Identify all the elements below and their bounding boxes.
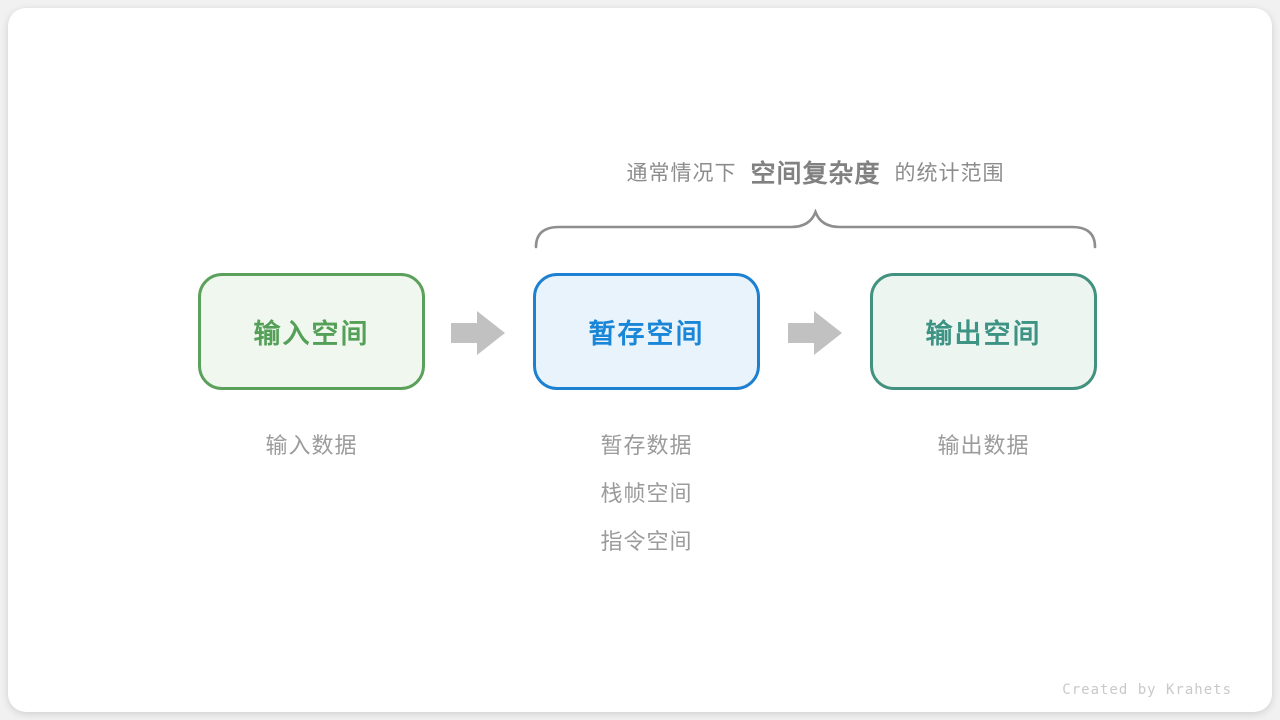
curly-brace-icon — [534, 209, 1097, 249]
note-line: 指令空间 — [600, 529, 693, 554]
caption-suffix: 的统计范围 — [894, 162, 1005, 185]
note-input-data: 输入数据 — [198, 422, 425, 470]
note-output-data: 输出数据 — [870, 422, 1097, 470]
credit-text: Created by Krahets — [1062, 682, 1232, 698]
arrow-right-icon — [451, 311, 505, 355]
note-line: 栈帧空间 — [600, 481, 693, 506]
box-input-space: 输入空间 — [198, 273, 425, 390]
box-temp-space-label: 暂存空间 — [588, 319, 705, 349]
diagram-card: 通常情况下 空间复杂度 的统计范围 输入空间 暂存空间 输出空间 输入数据 暂存… — [8, 8, 1272, 712]
brace-caption: 通常情况下 空间复杂度 的统计范围 — [533, 154, 1098, 190]
note-line: 输入数据 — [265, 433, 358, 458]
box-output-space: 输出空间 — [870, 273, 1097, 390]
box-input-space-label: 输入空间 — [253, 319, 370, 349]
arrow-right-icon — [788, 311, 842, 355]
caption-highlight: 空间复杂度 — [750, 160, 881, 188]
box-output-space-label: 输出空间 — [925, 319, 1042, 349]
box-temp-space: 暂存空间 — [533, 273, 760, 390]
note-temp-data: 暂存数据 栈帧空间 指令空间 — [533, 422, 760, 566]
caption-prefix: 通常情况下 — [626, 162, 737, 185]
note-line: 输出数据 — [937, 433, 1030, 458]
note-line: 暂存数据 — [600, 433, 693, 458]
